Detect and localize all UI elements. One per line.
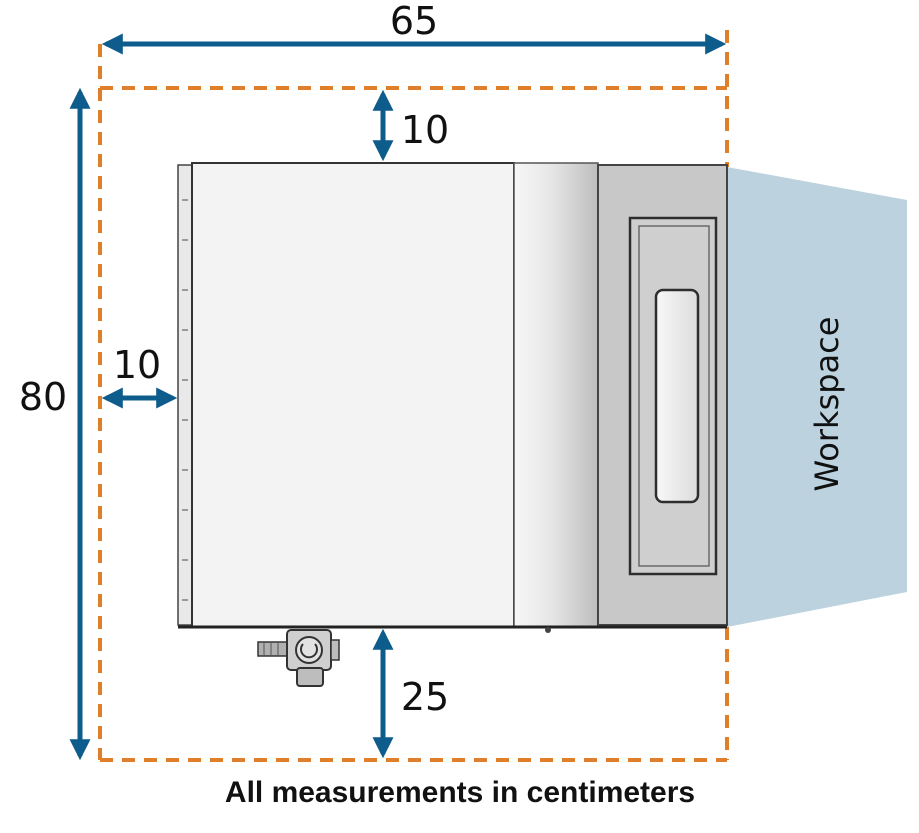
- door-handle: [654, 288, 700, 504]
- water-connector: [257, 629, 340, 687]
- side-vent-strip: [177, 164, 193, 626]
- measurement-caption: All measurements in centimeters: [225, 776, 695, 809]
- total-height-label: 80: [19, 375, 67, 419]
- workspace-label: Workspace: [808, 317, 846, 492]
- appliance-top-view: [177, 162, 728, 687]
- main-top-panel: [191, 162, 515, 628]
- dimension-arrows: [69, 33, 727, 761]
- total-width-label: 65: [390, 0, 438, 43]
- left-clearance-label: 10: [113, 343, 161, 387]
- top-clearance-label: 10: [401, 108, 449, 152]
- workspace-area: [727, 167, 907, 627]
- clearance-boundary: [98, 30, 729, 762]
- bottom-clearance-label: 25: [401, 675, 449, 719]
- shaded-side-panel: [513, 162, 599, 628]
